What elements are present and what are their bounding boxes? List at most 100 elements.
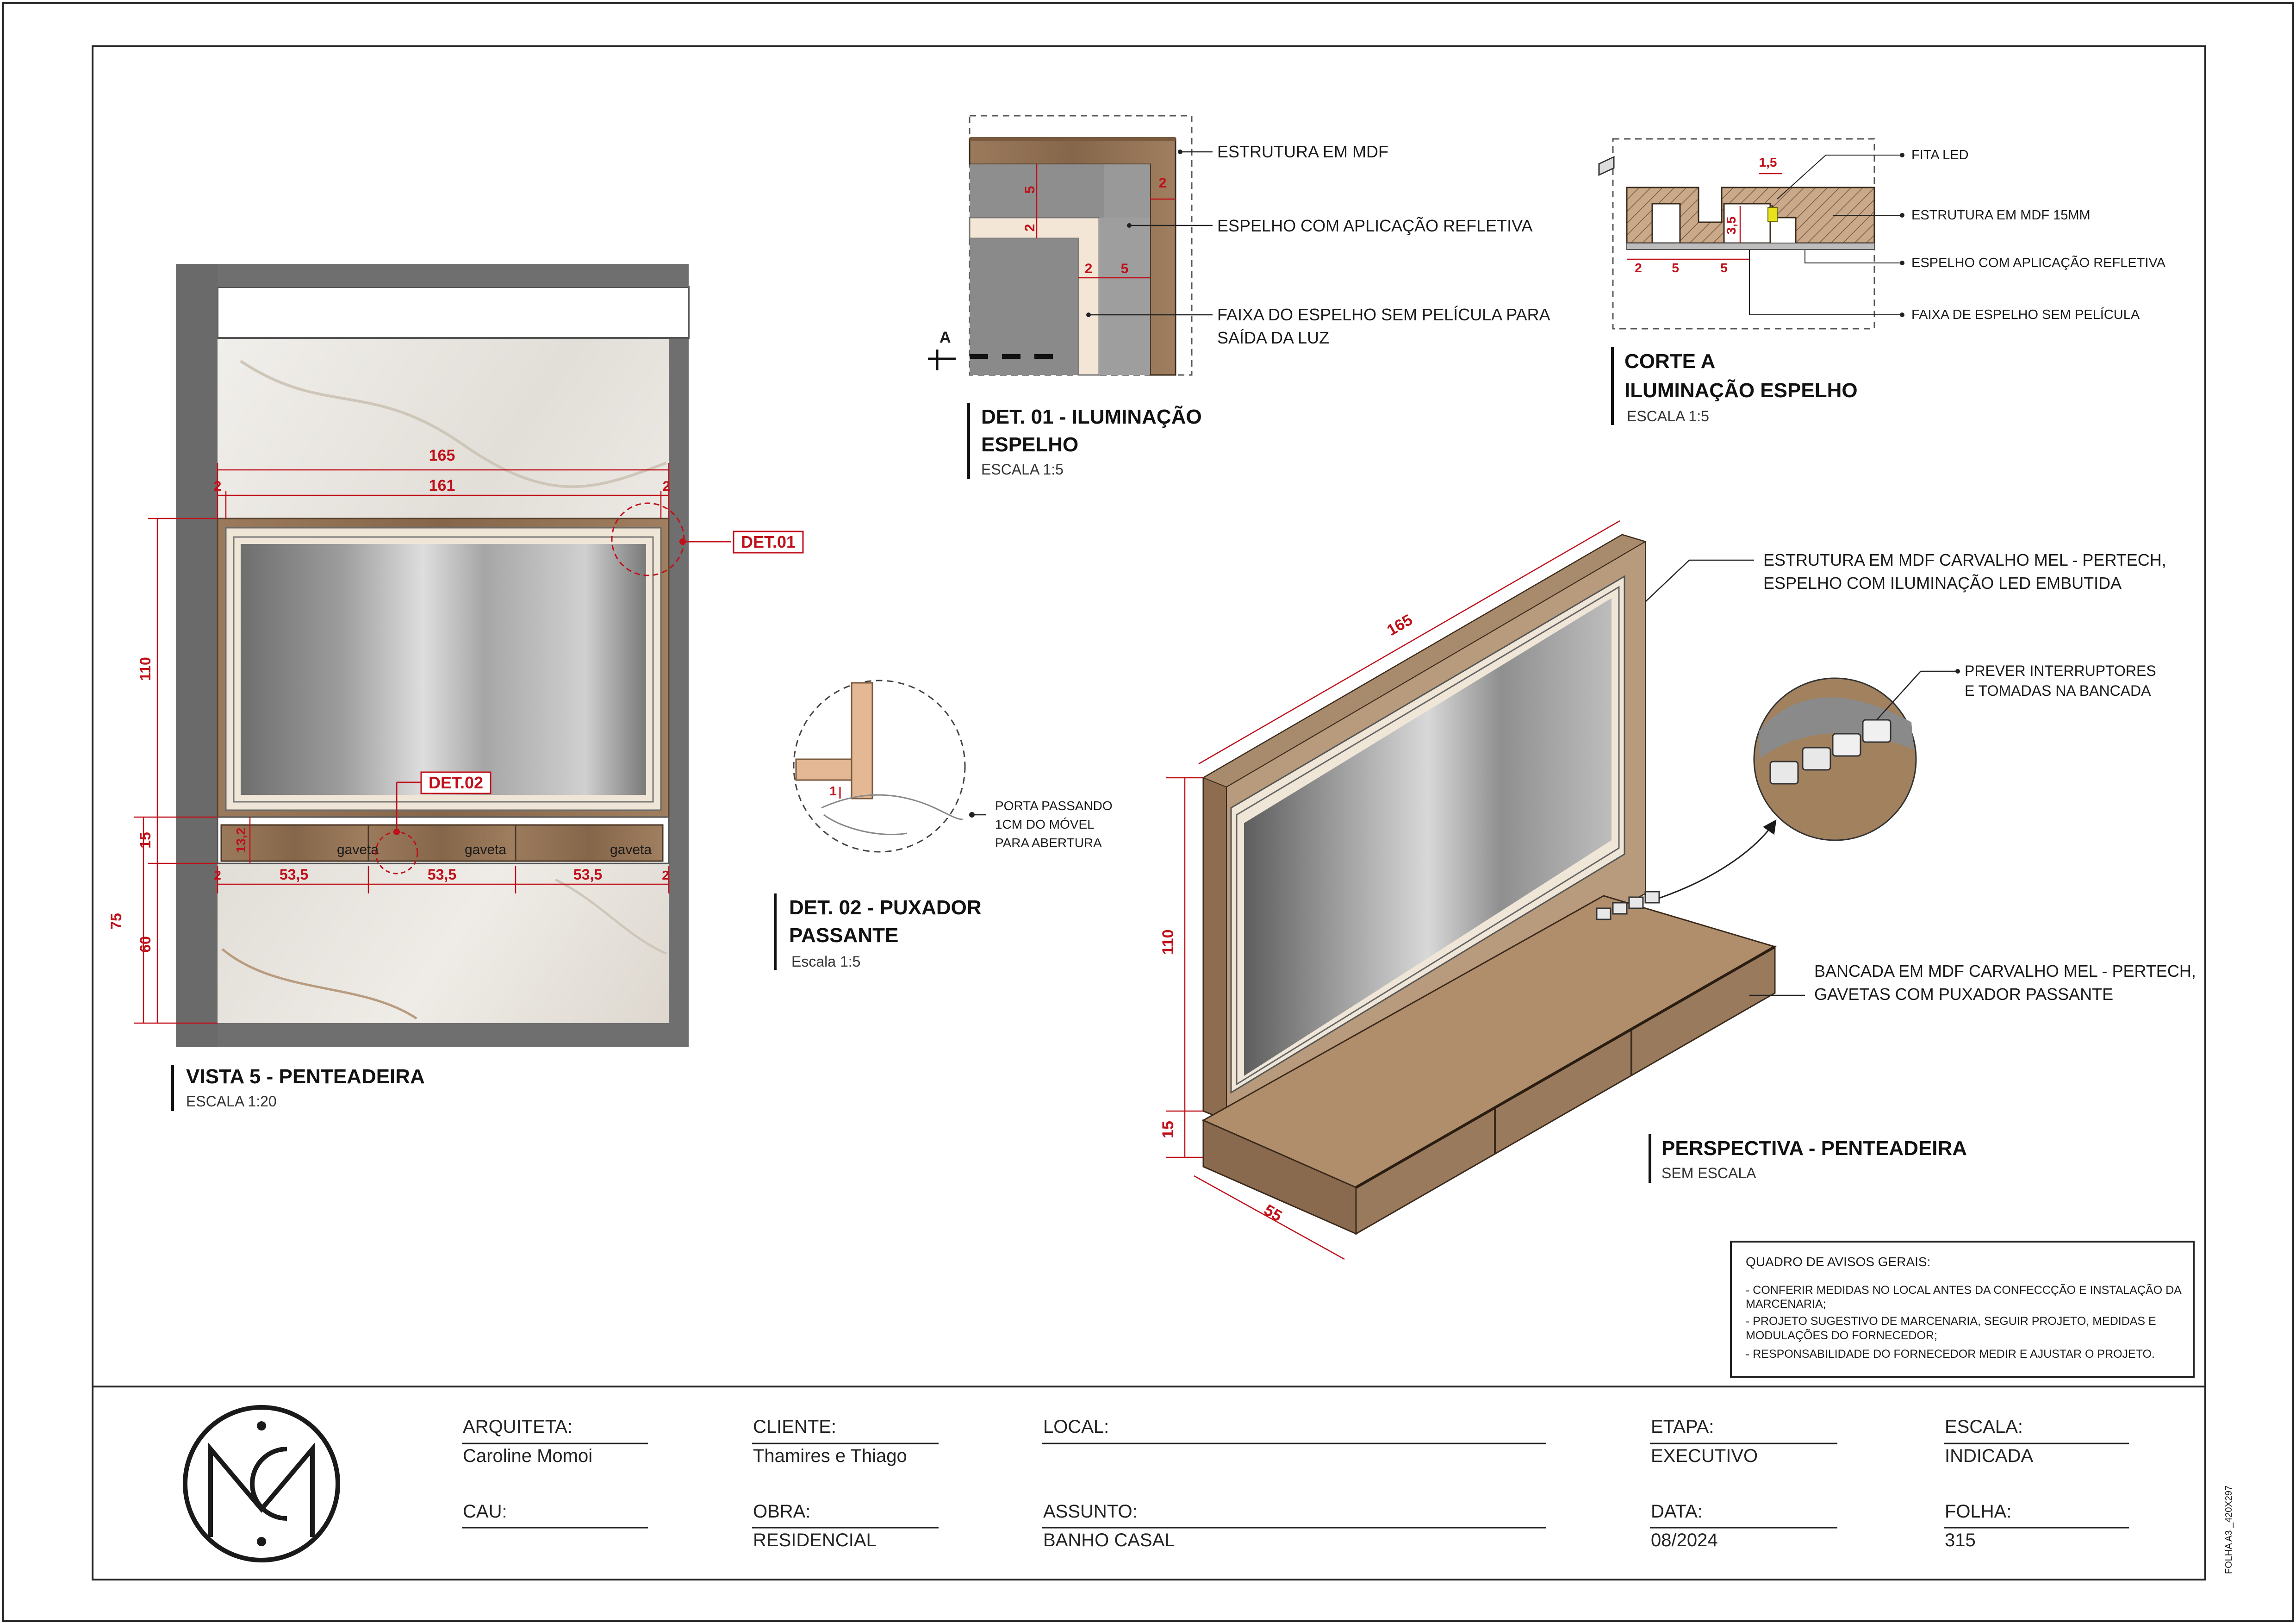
perspective-view: 165 110 15 55 ESTRUTURA EM MDF CARVALHO … bbox=[1159, 156, 2196, 1260]
tb-etapa: EXECUTIVO bbox=[1651, 1446, 1758, 1466]
dim-75: 75 bbox=[108, 913, 124, 930]
det02-callout-2: 1CM DO MÓVEL bbox=[995, 817, 1095, 831]
notice-line-3: - PROJETO SUGESTIVO DE MARCENARIA, SEGUI… bbox=[1746, 1315, 2156, 1328]
tb-escala-label: ESCALA: bbox=[1945, 1417, 2023, 1437]
det02-callout-1: PORTA PASSANDO bbox=[995, 799, 1113, 813]
cortea-dim-5a: 5 bbox=[1672, 261, 1679, 275]
switch-plates bbox=[1598, 156, 1615, 176]
cortea-title-1: CORTE A bbox=[1624, 350, 1715, 373]
notice-line-5: - RESPONSABILIDADE DO FORNECEDOR MEDIR E… bbox=[1746, 1348, 2155, 1361]
persp-title: PERSPECTIVA - PENTEADEIRA bbox=[1661, 1137, 1967, 1160]
cortea-dim-2: 2 bbox=[1635, 261, 1642, 275]
det01-scale: ESCALA 1:5 bbox=[981, 461, 1064, 478]
tb-obra: RESIDENCIAL bbox=[753, 1530, 877, 1550]
dim-110: 110 bbox=[137, 657, 154, 681]
dim-15: 15 bbox=[137, 832, 154, 849]
det01-title-1: DET. 01 - ILUMINAÇÃO bbox=[981, 405, 1202, 428]
det02-tag: DET.02 bbox=[429, 773, 483, 792]
notice-line-1: - CONFERIR MEDIDAS NO LOCAL ANTES DA CON… bbox=[1746, 1283, 2182, 1297]
tb-folha: 315 bbox=[1945, 1530, 1976, 1550]
cortea-scale: ESCALA 1:5 bbox=[1627, 408, 1709, 425]
drawer-1 bbox=[220, 824, 369, 862]
cortea-callout-led: FITA LED bbox=[1911, 148, 1969, 162]
persp-scale: SEM ESCALA bbox=[1661, 1165, 1756, 1181]
drawer-2 bbox=[367, 824, 516, 862]
ceiling-band bbox=[217, 286, 690, 339]
det02-title-2: PASSANTE bbox=[789, 924, 898, 947]
det02-callout-3: PARA ABERTURA bbox=[995, 836, 1102, 850]
persp-dim-55: 55 bbox=[1261, 1201, 1285, 1225]
dim-60: 60 bbox=[137, 936, 154, 953]
det02-dim-1: 1 bbox=[829, 784, 837, 798]
cortea-detail: 1,5 3,5 2 5 5 FITA LED ESTRUTURA EM MDF … bbox=[1611, 138, 2166, 425]
tb-folha-label: FOLHA: bbox=[1945, 1501, 2011, 1522]
tb-sheet-format: FOLHA A3 _420X297 bbox=[2224, 1486, 2234, 1574]
det01-dim-a: 5 bbox=[1022, 186, 1038, 194]
vista5-elevation: gaveta gaveta gaveta 165 161 bbox=[108, 264, 804, 1111]
det01-title-2: ESPELHO bbox=[981, 433, 1078, 456]
tb-cliente: Thamires e Thiago bbox=[753, 1446, 907, 1466]
det01-tag: DET.01 bbox=[741, 532, 796, 551]
cortea-title-2: ILUMINAÇÃO ESPELHO bbox=[1624, 379, 1858, 402]
tb-escala: INDICADA bbox=[1945, 1446, 2033, 1466]
persp-dim-165: 165 bbox=[1384, 611, 1415, 639]
persp-callout-bench-2: GAVETAS COM PUXADOR PASSANTE bbox=[1814, 985, 2113, 1004]
tb-arquiteta-label: ARQUITETA: bbox=[463, 1417, 572, 1437]
det01-dim-c: 2 bbox=[1085, 261, 1093, 276]
dim-side-left: 2 bbox=[214, 479, 222, 494]
det01-dim-b: 2 bbox=[1022, 224, 1038, 232]
persp-callout-structure-2: ESPELHO COM ILUMINAÇÃO LED EMBUTIDA bbox=[1763, 574, 2122, 593]
dim-drawer-3: 53,5 bbox=[573, 866, 602, 883]
section-mark-a: A bbox=[940, 329, 951, 346]
tb-etapa-label: ETAPA: bbox=[1651, 1417, 1714, 1437]
det02-detail: 1 PORTA PASSANDO 1CM DO MÓVEL PARA ABERT… bbox=[774, 680, 1113, 970]
cortea-callout-mdf: ESTRUTURA EM MDF 15MM bbox=[1911, 208, 2091, 223]
cortea-callout-espelho: ESPELHO COM APLICAÇÃO REFLETIVA bbox=[1911, 255, 2166, 270]
det01-dim-d: 5 bbox=[1121, 261, 1129, 276]
vista5-scale: ESCALA 1:20 bbox=[186, 1093, 277, 1110]
det02-scale: Escala 1:5 bbox=[791, 953, 860, 970]
dim-161: 161 bbox=[429, 477, 455, 494]
inner-border bbox=[92, 45, 2206, 1580]
persp-callout-switches-1: PREVER INTERRUPTORES bbox=[1965, 662, 2156, 679]
dim-13-2: 13,2 bbox=[234, 828, 248, 853]
notices-title: QUADRO DE AVISOS GERAIS: bbox=[1746, 1255, 1930, 1269]
drawer-label-3: gaveta bbox=[610, 842, 652, 857]
cortea-dim-15: 1,5 bbox=[1759, 155, 1777, 169]
tb-arquiteta: Caroline Momoi bbox=[463, 1446, 592, 1466]
dim-165: 165 bbox=[429, 447, 455, 464]
title-block: ARQUITETA: Caroline Momoi CAU: CLIENTE: … bbox=[462, 1417, 2234, 1574]
tb-data-label: DATA: bbox=[1651, 1501, 1703, 1522]
dim-side-right: 2 bbox=[663, 479, 671, 494]
perspective-mirror bbox=[1244, 598, 1612, 1076]
tb-local-label: LOCAL: bbox=[1043, 1417, 1109, 1437]
tb-assunto: BANHO CASAL bbox=[1043, 1530, 1175, 1550]
led-strip bbox=[1767, 207, 1778, 222]
tb-assunto-label: ASSUNTO: bbox=[1043, 1501, 1138, 1522]
det01-callout-faixa-2: SAÍDA DA LUZ bbox=[1217, 328, 1329, 347]
notices-box: QUADRO DE AVISOS GERAIS: - CONFERIR MEDI… bbox=[1730, 1241, 2195, 1378]
tb-data: 08/2024 bbox=[1651, 1530, 1718, 1550]
cortea-callout-faixa: FAIXA DE ESPELHO SEM PELÍCULA bbox=[1911, 307, 2140, 322]
mirror-glass bbox=[241, 544, 646, 795]
notice-line-4: MODULAÇÕES DO FORNECEDOR; bbox=[1746, 1329, 1937, 1342]
drawer-label-2: gaveta bbox=[465, 842, 506, 857]
det01-callout-espelho: ESPELHO COM APLICAÇÃO REFLETIVA bbox=[1217, 216, 1533, 235]
det01-dim-e: 2 bbox=[1159, 175, 1167, 191]
tb-obra-label: OBRA: bbox=[753, 1501, 810, 1522]
dim-drawer-side-r: 2 bbox=[662, 868, 669, 882]
persp-callout-switches-2: E TOMADAS NA BANCADA bbox=[1965, 682, 2151, 699]
cortea-dim-5b: 5 bbox=[1720, 261, 1728, 275]
dim-drawer-2: 53,5 bbox=[428, 866, 456, 883]
det02-title-1: DET. 02 - PUXADOR bbox=[789, 896, 982, 919]
dim-drawer-side-l: 2 bbox=[214, 868, 221, 882]
vista5-title: VISTA 5 - PENTEADEIRA bbox=[186, 1065, 425, 1088]
drawer-3 bbox=[515, 824, 664, 862]
det01-detail: 5 2 2 5 2 A ESTRUTURA EM MDF ESPELHO COM… bbox=[928, 115, 1550, 479]
notice-line-2: MARCENARIA; bbox=[1746, 1298, 1826, 1311]
persp-dim-15: 15 bbox=[1159, 1121, 1177, 1138]
tb-cau-label: CAU: bbox=[463, 1501, 507, 1522]
drawer-label-1: gaveta bbox=[337, 842, 379, 857]
